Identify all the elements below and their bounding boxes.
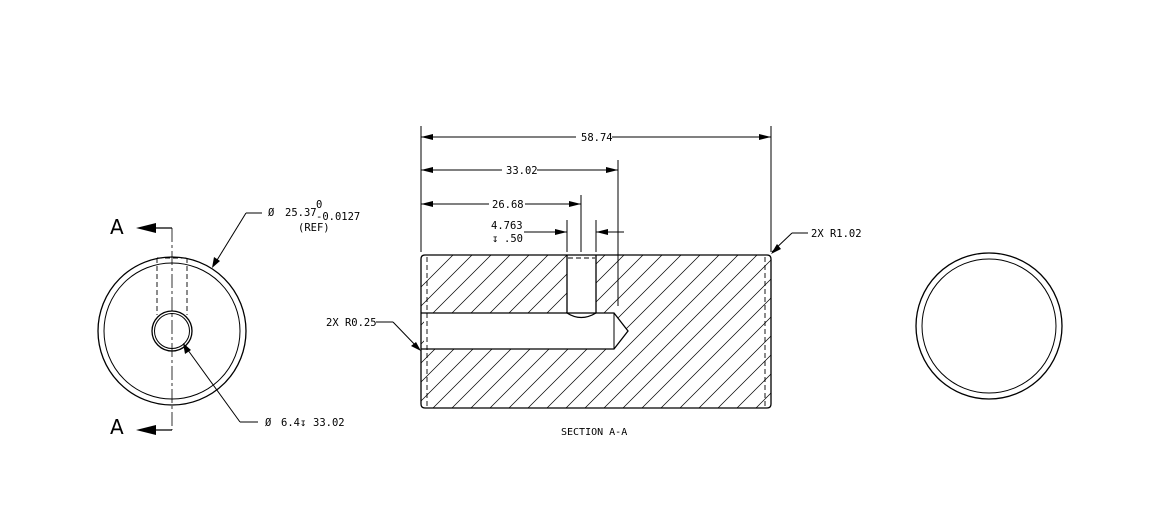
- dim-hole-arrow-right: [596, 229, 608, 235]
- od-symbol: Ø: [268, 207, 275, 219]
- bore-symbol: Ø: [265, 417, 272, 429]
- hatch-line: [794, 255, 947, 408]
- hatch-line: [623, 255, 776, 408]
- bore-depth: 33.02: [313, 417, 345, 429]
- dim-33-arrow-left: [421, 167, 433, 173]
- section-letter-bottom: A: [110, 415, 124, 439]
- axial-bore-outline: [421, 313, 628, 349]
- hatch-line: [832, 255, 985, 408]
- right-end-view: [916, 253, 1062, 399]
- right-view-outer-circle: [916, 253, 1062, 399]
- od-reference-note: (REF): [298, 222, 330, 234]
- bore-value: 6.4: [281, 417, 300, 429]
- hatch-line: [566, 255, 719, 408]
- edge-radius-right-label: 2X R1.02: [811, 228, 862, 240]
- dim-overall-length: 58.74: [581, 132, 613, 144]
- section-title: SECTION A-A: [561, 427, 627, 438]
- hatch-line: [851, 255, 1004, 408]
- dim-26-arrow-left: [421, 201, 433, 207]
- dim-26-arrow-right: [569, 201, 581, 207]
- hatch-line: [585, 255, 738, 408]
- bore-leader: [185, 346, 240, 422]
- right-view-inner-circle: [922, 259, 1056, 393]
- r102-leader-arrow: [771, 244, 781, 254]
- bore-depth-symbol: ↧: [300, 417, 306, 429]
- hatch-line: [756, 255, 909, 408]
- cutting-plane-bottom-arrow: [136, 425, 156, 435]
- hatch-line: [699, 255, 852, 408]
- hatch-line: [338, 255, 491, 408]
- hatch-line: [680, 255, 833, 408]
- od-tolerance-upper: 0: [316, 199, 322, 211]
- hatch-line: [737, 255, 890, 408]
- hatch-line: [319, 255, 472, 408]
- dim-cross-hole-depth: .50: [504, 233, 523, 245]
- section-body-outline: [421, 255, 771, 408]
- hatch-line: [604, 255, 757, 408]
- section-view: 58.74 33.02 26.68 4.763 ↧ .50 2X R1.02 2…: [300, 126, 1042, 438]
- section-hatching: [300, 255, 1042, 408]
- dim-overall-arrow-right: [759, 134, 771, 140]
- axial-bore-void: [424, 313, 614, 349]
- hatch-line: [813, 255, 966, 408]
- od-leader: [214, 213, 246, 265]
- hatch-line: [300, 255, 453, 408]
- od-leader-arrow: [212, 257, 220, 268]
- cross-hole-bottom: [567, 313, 596, 318]
- hatch-line: [718, 255, 871, 408]
- dim-cross-hole-diameter: 4.763: [491, 220, 523, 232]
- hatch-line: [661, 255, 814, 408]
- dim-hole-location-outer: 33.02: [506, 165, 538, 177]
- dim-hole-arrow-left: [555, 229, 567, 235]
- dim-hole-location-inner: 26.68: [492, 199, 524, 211]
- cross-hole-void: [567, 254, 596, 316]
- od-tolerance-lower: -0.0127: [316, 211, 360, 223]
- hatch-line: [775, 255, 928, 408]
- dim-cross-hole-depth-symbol: ↧: [492, 233, 498, 245]
- end-view: A A Ø 25.37 0 -0.0127 (REF) Ø 6.4 ↧ 33.0…: [98, 199, 360, 439]
- section-letter-top: A: [110, 215, 124, 239]
- hatch-line: [642, 255, 795, 408]
- bore-leader-arrow: [183, 343, 191, 354]
- edge-radius-left-label: 2X R0.25: [326, 317, 377, 329]
- dim-overall-arrow-left: [421, 134, 433, 140]
- axial-bore-drill-point: [614, 313, 628, 349]
- r025-leader-arrow: [411, 342, 421, 351]
- dim-33-arrow-right: [606, 167, 618, 173]
- hatch-line: [889, 255, 1042, 408]
- od-value: 25.37: [285, 207, 317, 219]
- cutting-plane-top-arrow: [136, 223, 156, 233]
